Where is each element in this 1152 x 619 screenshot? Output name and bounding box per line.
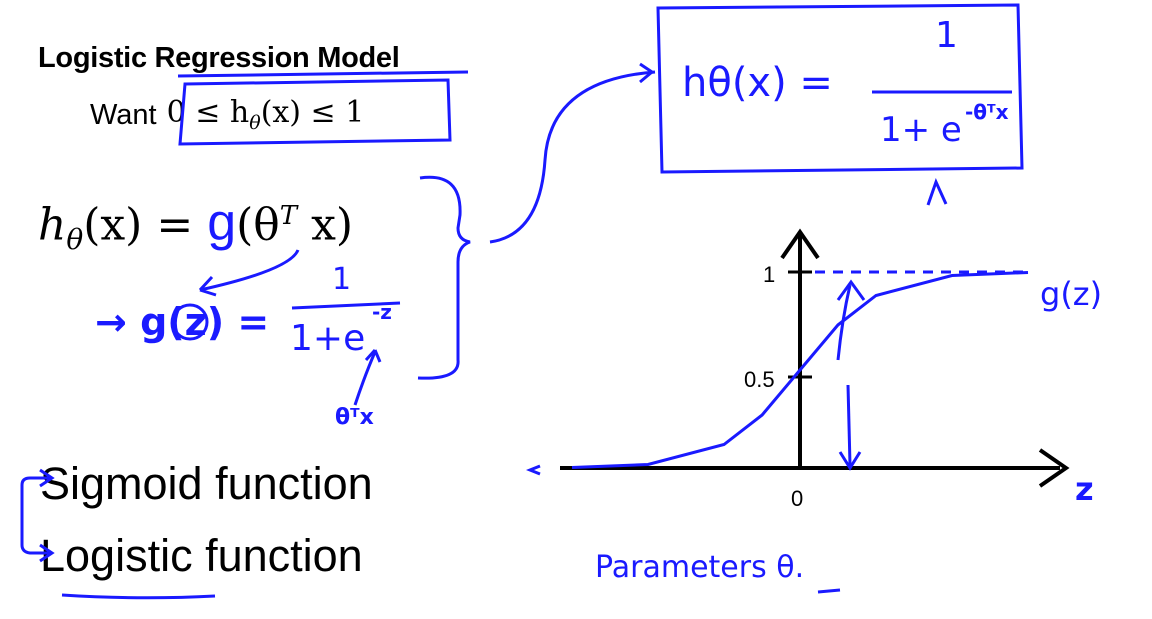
h-transpose: T — [279, 201, 298, 231]
want-formula-rest: (x) ≤ 1 — [260, 95, 365, 130]
h-x: x) — [297, 199, 354, 251]
z-circle — [171, 303, 209, 341]
want-formula-box — [178, 78, 452, 146]
h-arg: (θ — [236, 199, 280, 251]
x-axis-arrowhead — [1038, 448, 1070, 488]
theta-arrow-head — [364, 348, 382, 363]
title-underline — [177, 70, 469, 78]
box-caret — [926, 177, 948, 206]
hand-neg-z: -z — [372, 300, 392, 324]
hand-boxed-one: 1 — [935, 15, 958, 56]
brace-arrow-head — [639, 62, 653, 84]
bracket-arrows — [20, 476, 50, 555]
slide-title: Logistic Regression Model — [38, 42, 400, 74]
h-symbol: h — [38, 199, 67, 251]
theta-arrow — [353, 351, 377, 406]
hand-one-plus-e: 1+e — [290, 318, 366, 359]
sigmoid-function-label: Sigmoid function — [40, 458, 373, 509]
want-row: Want 0 ≤ hθ(x) ≤ 1 — [90, 95, 364, 135]
want-label: Want — [90, 98, 157, 131]
theta-underline — [817, 588, 841, 594]
logistic-underline — [61, 593, 216, 600]
brace-to-box-arrow — [489, 70, 656, 244]
hand-theta-T-x: θᵀx — [335, 405, 374, 430]
down-arrow — [846, 384, 852, 466]
g-symbol: g — [207, 193, 237, 252]
y-tick-0-5: 0.5 — [744, 367, 775, 392]
logistic-function-label: Logistic function — [40, 530, 363, 581]
h-theta: θ — [66, 223, 84, 257]
sigmoid-curve — [571, 271, 1029, 469]
up-arrow-head — [836, 279, 866, 301]
hand-z-axis-label: z — [1075, 470, 1094, 508]
x-left-mark — [525, 464, 541, 476]
h-formula-box — [656, 3, 1024, 174]
y-tick-1: 1 — [763, 262, 776, 287]
hand-boxed-exponent: -θᵀx — [965, 100, 1009, 124]
h-mid: (x) = — [83, 199, 208, 251]
brace — [417, 175, 471, 380]
hand-boxed-h: hθ(x) = — [682, 60, 833, 106]
want-formula: 0 ≤ hθ(x) ≤ 1 — [167, 95, 365, 135]
hand-parameters: Parameters θ. — [595, 550, 805, 585]
want-theta: θ — [249, 112, 261, 134]
up-arrow — [836, 284, 852, 361]
sigmoid-arrow-head — [39, 468, 55, 488]
hand-curve-label: g(z) — [1040, 275, 1103, 313]
hypothesis-formula: hθ(x) = g(θT x) — [38, 190, 353, 258]
gz-fraction-line — [291, 301, 401, 310]
down-arrow-head — [838, 451, 862, 471]
hand-boxed-denominator: 1+ e — [880, 110, 962, 150]
logistic-arrow-head — [39, 543, 55, 563]
y-axis-arrowhead — [780, 228, 820, 260]
x-tick-0: 0 — [791, 486, 804, 511]
g-arrow-head — [198, 275, 217, 297]
g-arrow — [199, 249, 300, 292]
hand-one: 1 — [332, 262, 352, 297]
